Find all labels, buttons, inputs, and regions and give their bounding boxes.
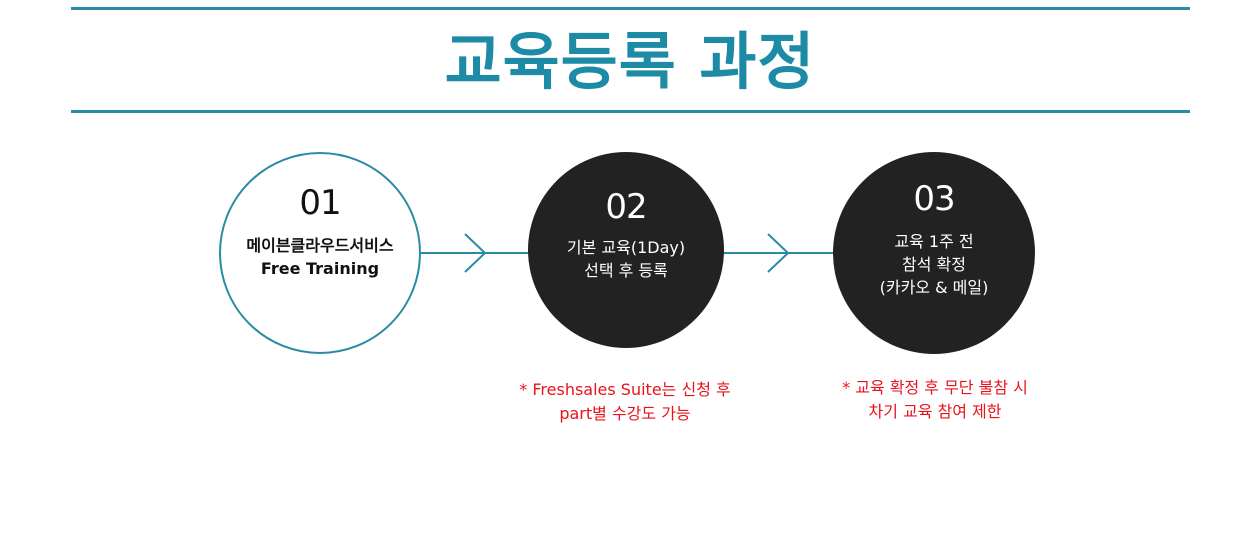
chevron-right-icon	[767, 233, 790, 273]
step-2-number: 02	[605, 187, 647, 227]
step-3-circle: 03 교육 1주 전 참석 확정 (카카오 & 메일)	[833, 152, 1035, 354]
page-title: 교육등록 과정	[444, 25, 816, 98]
step-2-label: 기본 교육(1Day) 선택 후 등록	[566, 238, 686, 280]
connector-2-3	[724, 233, 833, 273]
step-1-circle: 01 메이븐클라우드서비스 Free Training	[219, 152, 421, 354]
top-rule	[71, 7, 1190, 10]
step-2-circle: 02 기본 교육(1Day) 선택 후 등록	[528, 152, 724, 348]
step-1-number: 01	[299, 183, 341, 223]
step-3-note: * 교육 확정 후 무단 불참 시 차기 교육 참여 제한	[842, 378, 1028, 421]
step-1-label: 메이븐클라우드서비스 Free Training	[246, 236, 394, 278]
chevron-right-icon	[464, 233, 487, 273]
step-2-note: * Freshsales Suite는 신청 후 part별 수강도 가능	[519, 380, 731, 423]
connector-1-2	[421, 233, 528, 273]
step-3-number: 03	[913, 179, 955, 219]
bottom-rule	[71, 110, 1190, 113]
step-3-label: 교육 1주 전 참석 확정 (카카오 & 메일)	[879, 232, 989, 297]
